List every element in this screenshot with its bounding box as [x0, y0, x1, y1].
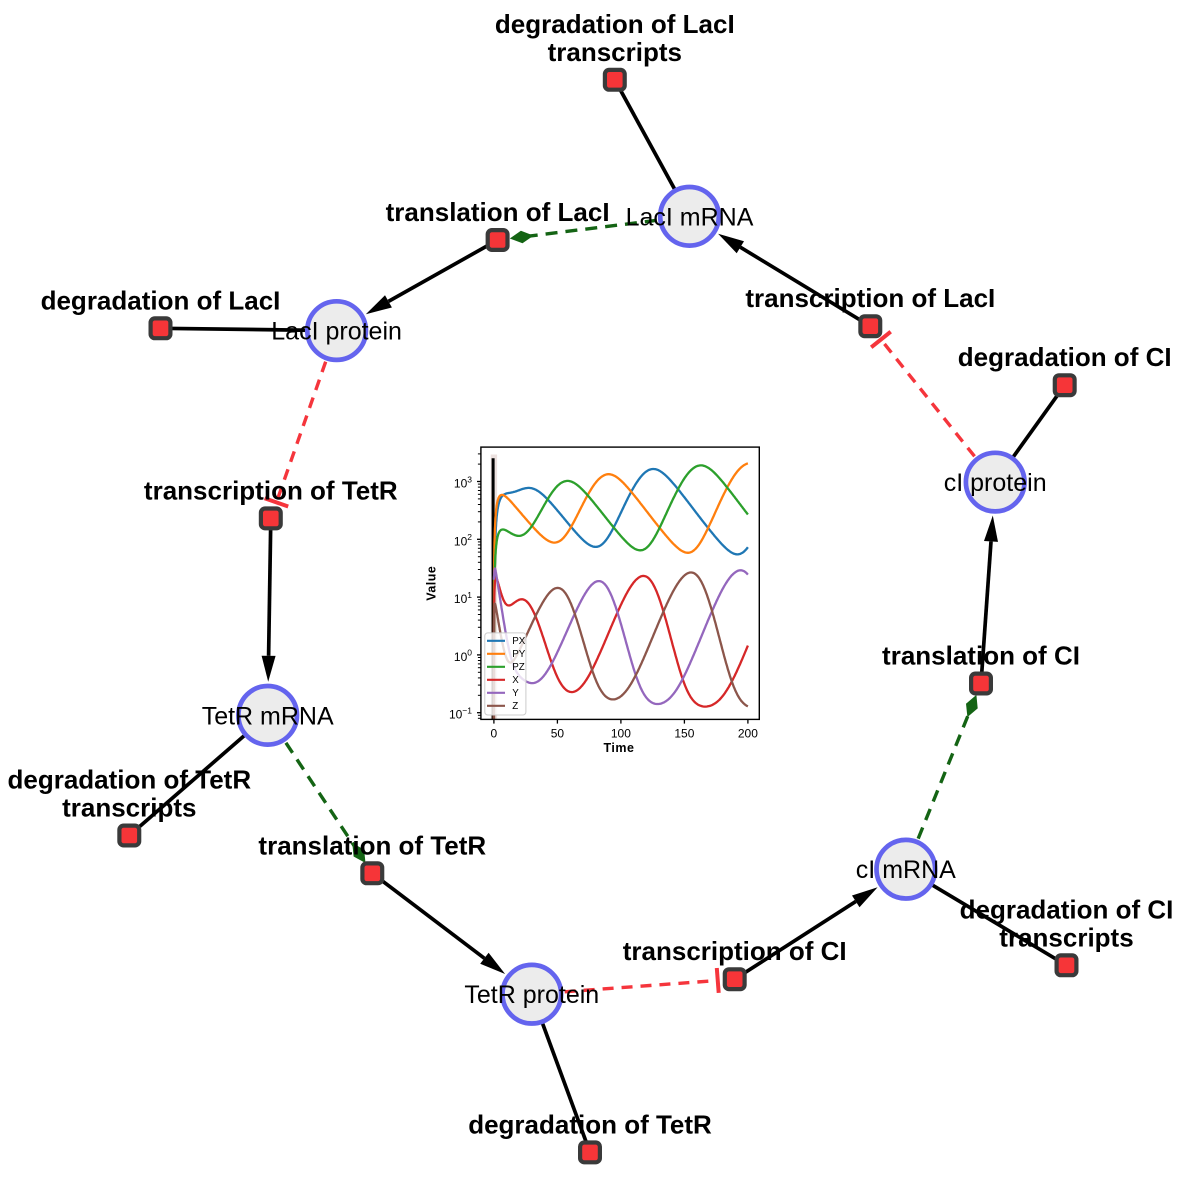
svg-text:transcripts: transcripts	[999, 922, 1133, 952]
svg-text:50: 50	[551, 726, 565, 740]
svg-text:103: 103	[454, 474, 472, 490]
svg-text:transcription of CI: transcription of CI	[623, 936, 847, 966]
svg-text:degradation of TetR: degradation of TetR	[468, 1109, 712, 1139]
svg-text:TetR mRNA: TetR mRNA	[202, 702, 334, 730]
svg-text:translation of CI: translation of CI	[882, 641, 1080, 671]
svg-text:0: 0	[491, 726, 498, 740]
svg-text:10−1: 10−1	[449, 706, 472, 722]
svg-text:degradation of CI: degradation of CI	[960, 894, 1174, 924]
svg-text:cI mRNA: cI mRNA	[856, 856, 956, 884]
svg-text:PY: PY	[512, 649, 526, 660]
svg-text:LacI protein: LacI protein	[271, 318, 402, 346]
svg-text:101: 101	[454, 590, 472, 606]
svg-text:transcripts: transcripts	[62, 793, 196, 823]
svg-text:102: 102	[454, 532, 472, 548]
svg-text:200: 200	[738, 726, 758, 740]
svg-text:transcription of TetR: transcription of TetR	[144, 475, 398, 505]
svg-text:TetR protein: TetR protein	[464, 981, 599, 1009]
svg-text:cI protein: cI protein	[944, 469, 1047, 497]
svg-text:degradation of CI: degradation of CI	[958, 342, 1172, 372]
svg-text:LacI mRNA: LacI mRNA	[626, 203, 754, 231]
svg-text:100: 100	[454, 648, 472, 664]
svg-text:Z: Z	[512, 701, 518, 712]
svg-text:Y: Y	[512, 688, 519, 699]
svg-text:translation of LacI: translation of LacI	[386, 197, 610, 227]
svg-text:Value: Value	[425, 566, 439, 601]
svg-text:degradation of LacI: degradation of LacI	[41, 285, 281, 315]
svg-text:degradation of TetR: degradation of TetR	[7, 765, 251, 795]
svg-text:PX: PX	[512, 636, 526, 647]
svg-text:PZ: PZ	[512, 662, 525, 673]
svg-text:translation of TetR: translation of TetR	[258, 830, 486, 860]
svg-text:transcription of LacI: transcription of LacI	[745, 283, 995, 313]
svg-text:X: X	[512, 675, 519, 686]
svg-text:degradation of LacI: degradation of LacI	[495, 9, 735, 39]
svg-text:transcripts: transcripts	[548, 37, 682, 67]
svg-text:Time: Time	[604, 741, 635, 755]
svg-text:150: 150	[674, 726, 694, 740]
svg-text:100: 100	[611, 726, 631, 740]
